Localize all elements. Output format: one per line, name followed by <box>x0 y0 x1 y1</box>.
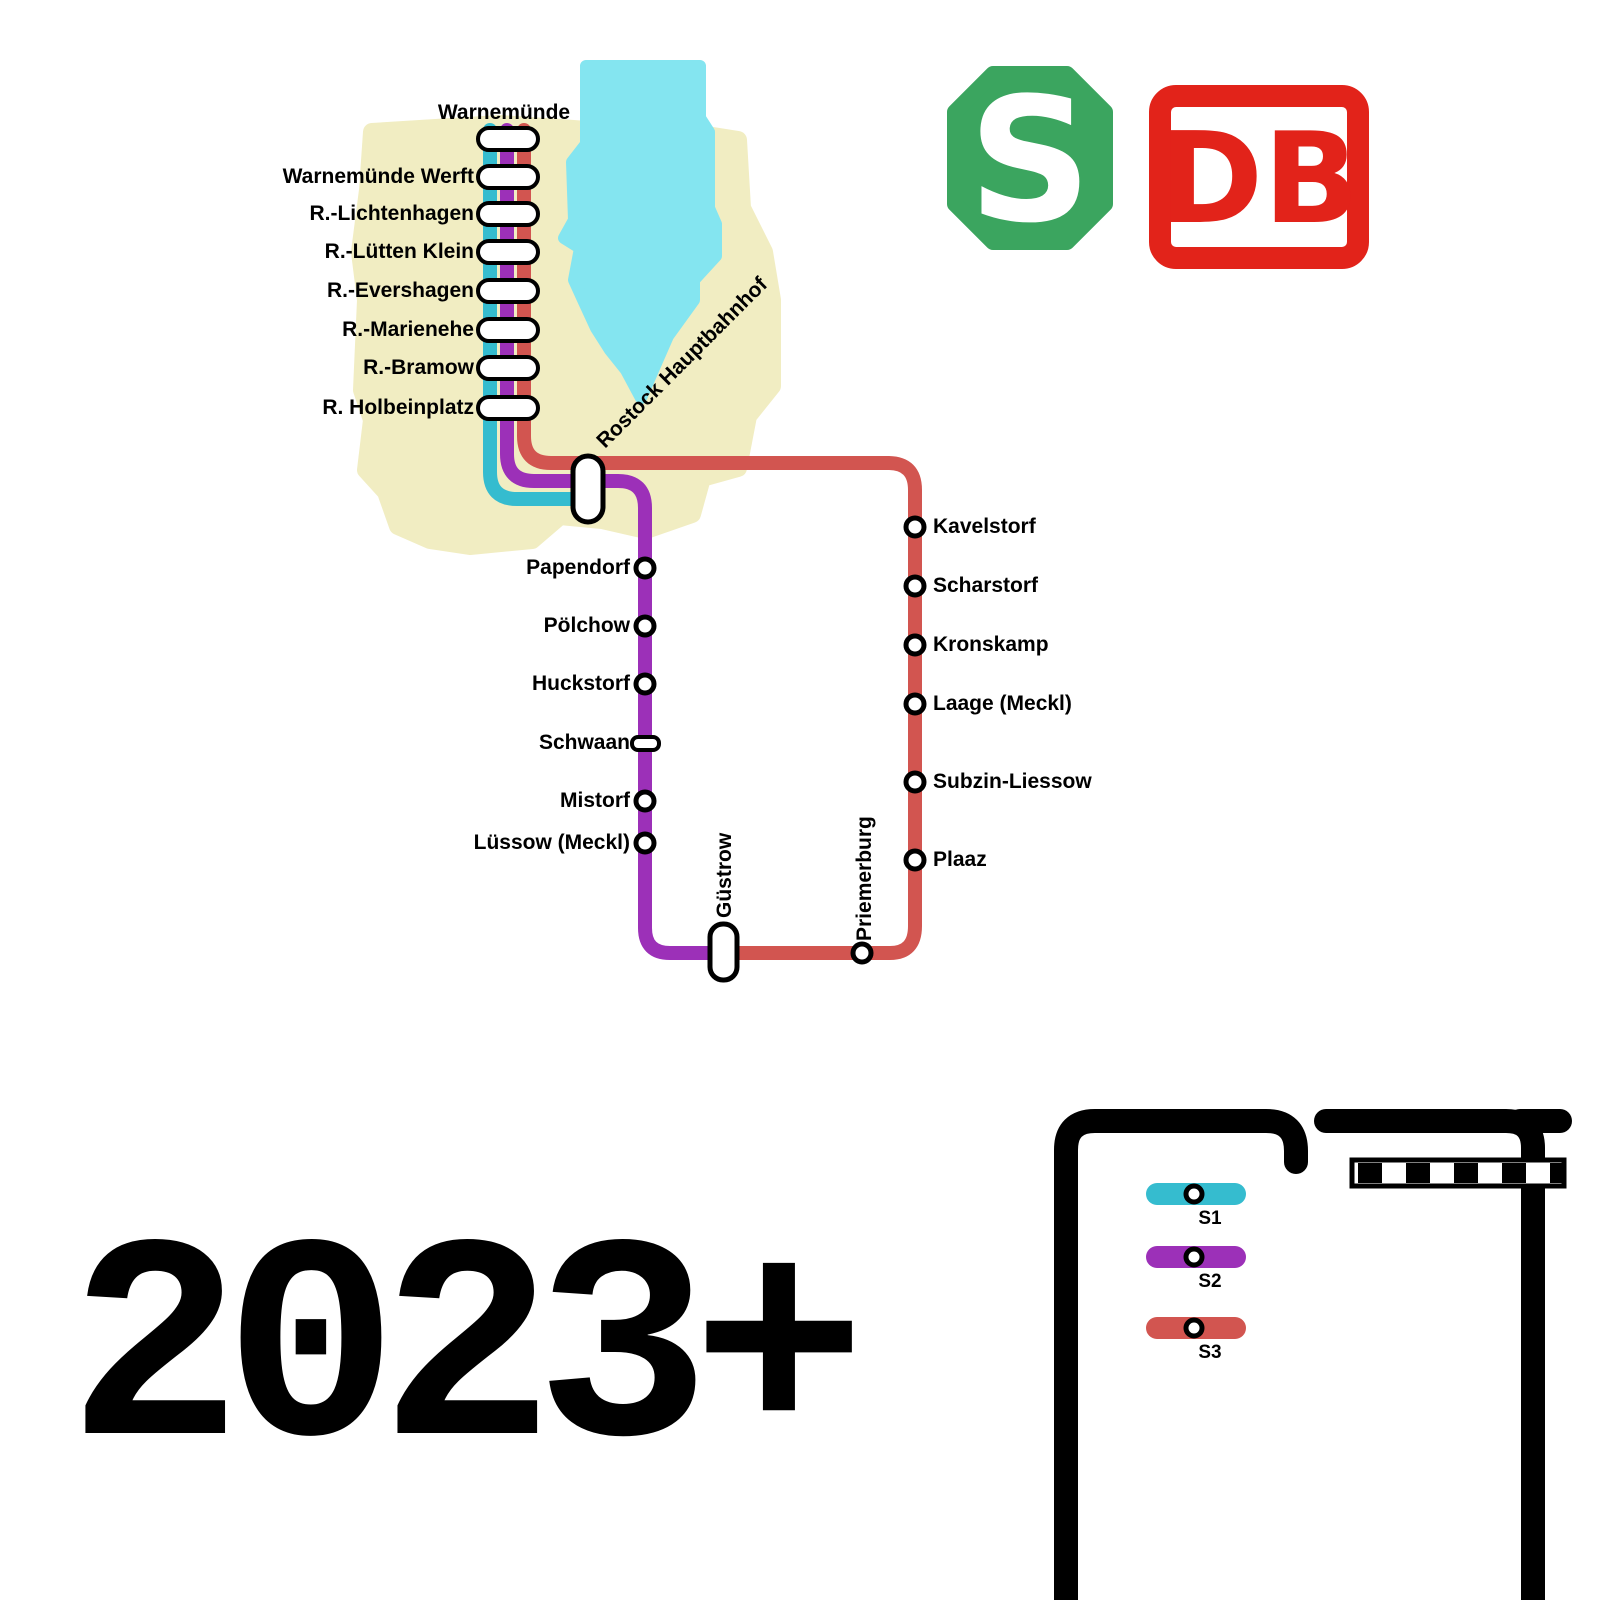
station-dot-papendorf <box>633 556 657 580</box>
frame-right-corner <box>1314 1109 1545 1600</box>
station-pill <box>476 395 540 421</box>
station-label-kavelstorf: Kavelstorf <box>933 515 1036 538</box>
line-s3 <box>517 123 922 960</box>
station-label-scharstorf: Scharstorf <box>933 574 1039 597</box>
legend-label-s2: S2 <box>1198 1271 1222 1292</box>
station-label-laage: Laage (Meckl) <box>933 692 1072 715</box>
station-label-luetten-klein: R.-Lütten Klein <box>324 240 474 263</box>
station-label-papendorf: Papendorf <box>526 556 630 579</box>
station-label-evershagen: R.-Evershagen <box>326 279 474 302</box>
trunk-station-pills <box>476 126 540 421</box>
station-label-schwaan: Schwaan <box>538 731 630 754</box>
year-digits: 2023 <box>68 1193 710 1521</box>
legend-dot-s2 <box>1183 1246 1205 1268</box>
station-label-plaaz: Plaaz <box>933 848 987 871</box>
station-dot-mistorf <box>633 789 657 813</box>
sbahn-logo-octagon <box>947 66 1113 250</box>
station-label-subzin: Subzin-Liessow <box>933 770 1092 793</box>
station-label-lichtenhagen: R.-Lichtenhagen <box>309 202 474 225</box>
station-label-huckstorf: Huckstorf <box>531 672 630 695</box>
legend-lines <box>1146 1183 1246 1339</box>
station-label-luessow: Lüssow (Meckl) <box>473 831 630 854</box>
station-dot-plaaz <box>903 848 927 872</box>
year-plus-sign: + <box>692 1193 866 1521</box>
station-dot-huckstorf <box>633 672 657 696</box>
station-dot-poelchow <box>633 614 657 638</box>
legend-label-s3: S3 <box>1198 1342 1222 1363</box>
db-logo-letters: DB <box>1159 105 1360 252</box>
station-pill <box>476 355 540 381</box>
station-dot-priemerburg <box>850 941 874 965</box>
sbahn-logo-letter: S <box>968 60 1092 261</box>
frame-left-corner <box>1054 1109 1308 1600</box>
station-pill <box>476 278 540 304</box>
station-pill <box>476 201 540 227</box>
water-area <box>558 60 722 404</box>
legend-label-s1: S1 <box>1198 1208 1222 1229</box>
legend-dot-s3 <box>1183 1317 1205 1339</box>
station-label-poelchow: Pölchow <box>543 614 630 637</box>
station-label-marienehe: R.-Marienehe <box>342 318 474 341</box>
station-dot-laage <box>903 692 927 716</box>
db-logo: DB <box>1149 85 1369 269</box>
s3-branch-markers <box>850 515 927 965</box>
line-s1 <box>483 123 589 506</box>
station-pill <box>476 239 540 265</box>
station-label-guestrow: Güstrow <box>713 832 736 918</box>
station-dot-scharstorf <box>903 574 927 598</box>
db-logo-frame <box>1149 85 1369 269</box>
s2-branch-markers <box>630 556 661 855</box>
station-dot-luessow <box>633 831 657 855</box>
station-pill-rostock-hbf <box>570 453 606 525</box>
station-label-bramow: R.-Bramow <box>363 356 474 379</box>
station-pill <box>476 126 540 152</box>
legend-dot-s1 <box>1183 1183 1205 1205</box>
year-caption: 2023+ <box>68 1212 866 1502</box>
station-dot-subzin <box>903 770 927 794</box>
line-s2 <box>500 123 723 960</box>
station-label-warnemuende: Warnemünde <box>437 101 571 124</box>
sbahn-logo: S <box>947 60 1113 261</box>
station-label-mistorf: Mistorf <box>560 789 630 812</box>
station-dot-kavelstorf <box>903 515 927 539</box>
station-label-warnemuende-werft: Warnemünde Werft <box>282 165 474 188</box>
legend-frame <box>1054 1109 1572 1600</box>
station-pill-guestrow <box>707 921 740 983</box>
station-label-kronskamp: Kronskamp <box>933 633 1049 656</box>
station-dot-kronskamp <box>903 633 927 657</box>
station-label-priemerburg: Priemerburg <box>853 816 876 941</box>
station-label-holbeinplatz: R. Holbeinplatz <box>322 396 474 419</box>
station-pill <box>476 317 540 343</box>
station-pill-schwaan <box>630 735 661 752</box>
station-pill <box>476 164 540 190</box>
